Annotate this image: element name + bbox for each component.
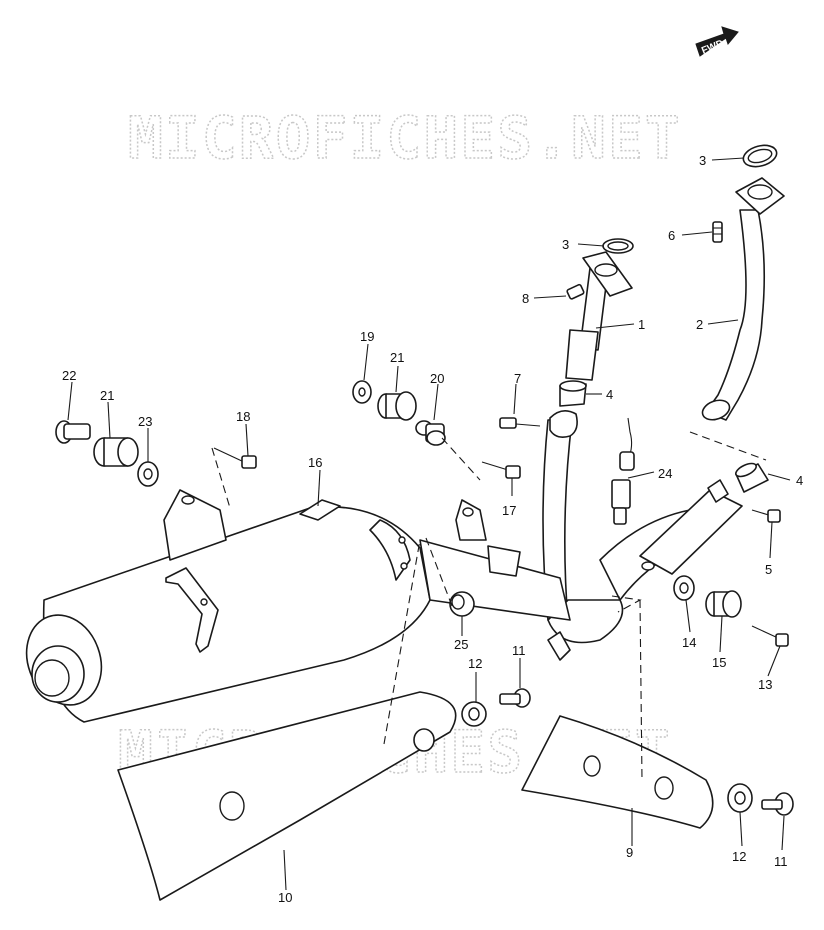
bushing-21-center[interactable] [377, 391, 417, 421]
callout-15: 15 [712, 655, 726, 670]
stud-bolt-8[interactable] [566, 283, 585, 300]
bolt-5[interactable] [751, 509, 781, 523]
bolt-22[interactable] [55, 420, 91, 444]
bolt-11-left[interactable] [499, 688, 531, 708]
connector-4-right[interactable] [734, 461, 769, 493]
callout-12-right: 12 [732, 849, 746, 864]
bolt-13[interactable] [751, 625, 789, 647]
connector-4-center[interactable] [559, 380, 587, 407]
heat-shield-10[interactable] [117, 691, 457, 901]
mounting-bracket-center[interactable] [455, 499, 487, 541]
grommet-12-left[interactable] [461, 701, 487, 727]
callout-10: 10 [278, 890, 292, 905]
washer-14[interactable] [673, 575, 695, 601]
callout-19: 19 [360, 329, 374, 344]
bolt-18[interactable] [213, 447, 257, 469]
grommet-12-right[interactable] [727, 783, 753, 813]
bolt-11-right[interactable] [761, 792, 794, 816]
assembly-lines [211, 431, 767, 781]
callout-2: 2 [696, 317, 703, 332]
gasket-3-center[interactable] [602, 238, 634, 254]
oxygen-sensor-24[interactable] [611, 417, 635, 525]
callout-21-center: 21 [390, 350, 404, 365]
callout-5: 5 [765, 562, 772, 577]
fwd-arrow-icon: FWD [695, 26, 739, 57]
exhaust-pipe-2[interactable] [700, 177, 785, 423]
stud-bolt-6[interactable] [712, 221, 723, 243]
callout-23: 23 [138, 414, 152, 429]
gasket-3-top[interactable] [741, 142, 779, 170]
bolt-7[interactable] [499, 417, 541, 429]
callout-24: 24 [658, 466, 672, 481]
callout-6: 6 [668, 228, 675, 243]
bracket-arm-right[interactable] [639, 479, 743, 575]
callout-17: 17 [502, 503, 516, 518]
bolt-17[interactable] [481, 461, 521, 479]
callout-25: 25 [454, 637, 468, 652]
leader-lines [67, 157, 791, 891]
callout-1: 1 [638, 317, 645, 332]
callout-18: 18 [236, 409, 250, 424]
collar-20[interactable] [415, 420, 446, 446]
callout-11-right: 11 [774, 854, 788, 869]
callout-13: 13 [758, 677, 772, 692]
grommet-25[interactable] [449, 591, 475, 617]
callout-3-center: 3 [562, 237, 569, 252]
callout-labels: 1 2 3 3 4 4 5 6 7 8 9 10 11 11 12 12 13 … [62, 153, 803, 905]
callout-4-center: 4 [606, 387, 613, 402]
callout-11-left: 11 [512, 643, 526, 658]
callout-21-left: 21 [100, 388, 114, 403]
watermark-top: MICROFICHES.NET [128, 104, 682, 172]
heat-shield-9[interactable] [521, 715, 714, 829]
callout-14: 14 [682, 635, 696, 650]
washer-23[interactable] [137, 461, 159, 487]
exhaust-pipe-1[interactable] [565, 251, 633, 381]
bushing-21-left[interactable] [93, 437, 139, 467]
bushing-15[interactable] [705, 590, 742, 618]
callout-16: 16 [308, 455, 322, 470]
callout-3-top: 3 [699, 153, 706, 168]
mounting-bracket-left[interactable] [163, 489, 227, 561]
muffler-strap[interactable] [165, 567, 219, 653]
callout-7: 7 [514, 371, 521, 386]
muffler-16[interactable] [14, 499, 571, 723]
callout-12-left: 12 [468, 656, 482, 671]
callout-22: 22 [62, 368, 76, 383]
callout-20: 20 [430, 371, 444, 386]
callout-8: 8 [522, 291, 529, 306]
callout-9: 9 [626, 845, 633, 860]
grommet-19[interactable] [352, 380, 372, 404]
callout-4-right: 4 [796, 473, 803, 488]
